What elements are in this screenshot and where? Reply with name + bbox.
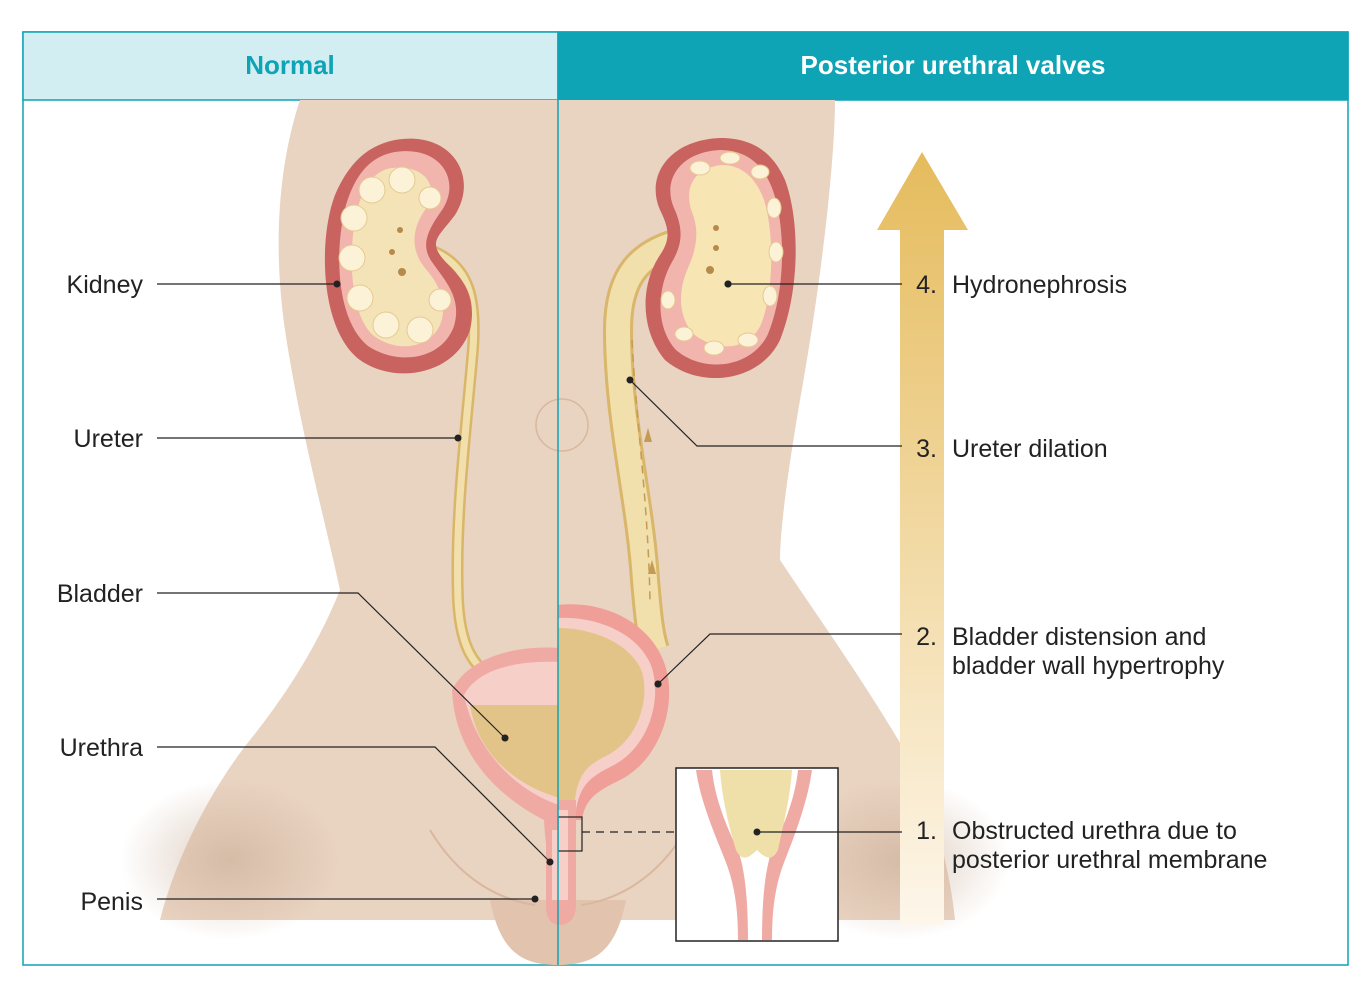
step-1-text-line2: posterior urethral membrane: [952, 846, 1267, 874]
label-urethra: Urethra: [60, 734, 143, 762]
step-4-text: Hydronephrosis: [952, 271, 1127, 299]
step-2-text-line2: bladder wall hypertrophy: [952, 652, 1225, 680]
right-leader-lines: [629, 283, 902, 833]
step-3-text: Ureter dilation: [952, 435, 1108, 463]
step-2-text-line1: Bladder distension and: [952, 623, 1206, 651]
step-3-number: 3.: [916, 435, 937, 463]
valve-zoom-box: [558, 816, 583, 852]
label-ureter: Ureter: [74, 425, 143, 453]
step-1-number: 1.: [916, 817, 937, 845]
normal-anatomy: [324, 138, 558, 925]
label-penis: Penis: [80, 888, 143, 916]
header-puv: Posterior urethral valves: [801, 50, 1106, 80]
label-kidney: Kidney: [67, 271, 144, 299]
header-puv-bg: [557, 31, 1349, 101]
puv-bladder-urine: [558, 628, 645, 800]
puv-anatomy: [558, 138, 839, 942]
step-1-text-line1: Obstructed urethra due to: [952, 817, 1237, 845]
navel: [535, 398, 589, 452]
puv-renal-pelvis: [681, 165, 772, 347]
normal-bladder-urine: [470, 705, 558, 798]
right-leader-dots: [626, 280, 761, 836]
step-2-number: 2.: [916, 623, 937, 651]
header-normal: Normal: [245, 50, 335, 80]
step-4-number: 4.: [916, 271, 937, 299]
label-bladder: Bladder: [57, 580, 143, 608]
progression-arrow: [877, 152, 968, 925]
left-leader-lines: [157, 283, 551, 900]
header-normal-bg: [22, 31, 559, 101]
left-leader-dots: [333, 280, 554, 903]
